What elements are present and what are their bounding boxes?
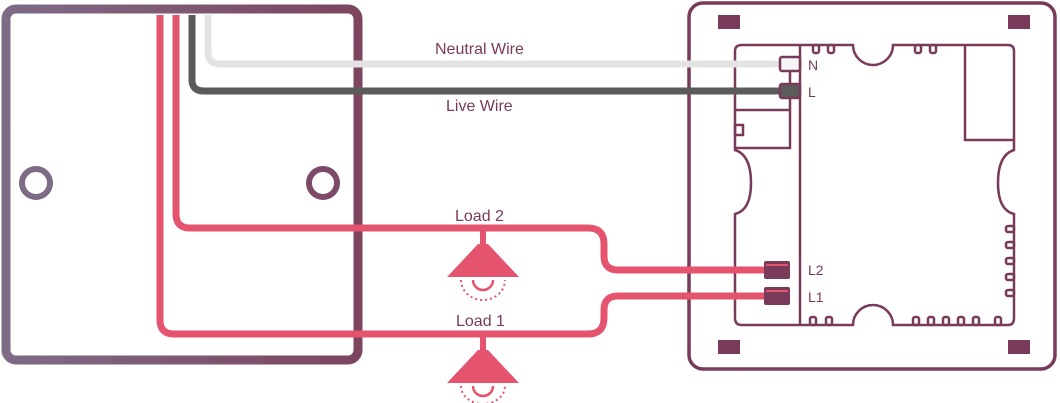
neutral-wire (204, 15, 790, 68)
load-2-label: Load 2 (455, 208, 504, 225)
load-1-label: Load 1 (456, 313, 505, 330)
terminal-l1-label: L1 (808, 289, 824, 305)
load-2-wire (172, 15, 776, 274)
neutral-wire-label: Neutral Wire (435, 41, 524, 58)
ceiling-lamp-icon-load-2 (447, 228, 519, 301)
terminal-n (778, 55, 802, 73)
terminal-l2-label: L2 (808, 262, 824, 278)
terminal-l1 (764, 287, 790, 305)
switch-module (687, 1, 1057, 371)
terminal-l2 (764, 261, 790, 279)
live-wire (188, 15, 790, 95)
ceiling-lamp-icon-load-1 (447, 334, 519, 403)
terminal-l (778, 82, 802, 100)
terminal-l-label: L (808, 84, 816, 100)
live-wire-label: Live Wire (446, 98, 513, 115)
screw-hole-right-icon (306, 166, 340, 200)
screw-hole-left-icon (19, 166, 53, 200)
load-1-wire (156, 15, 776, 338)
terminal-n-label: N (808, 57, 818, 73)
back-box (1, 4, 363, 365)
terminals (764, 55, 802, 305)
